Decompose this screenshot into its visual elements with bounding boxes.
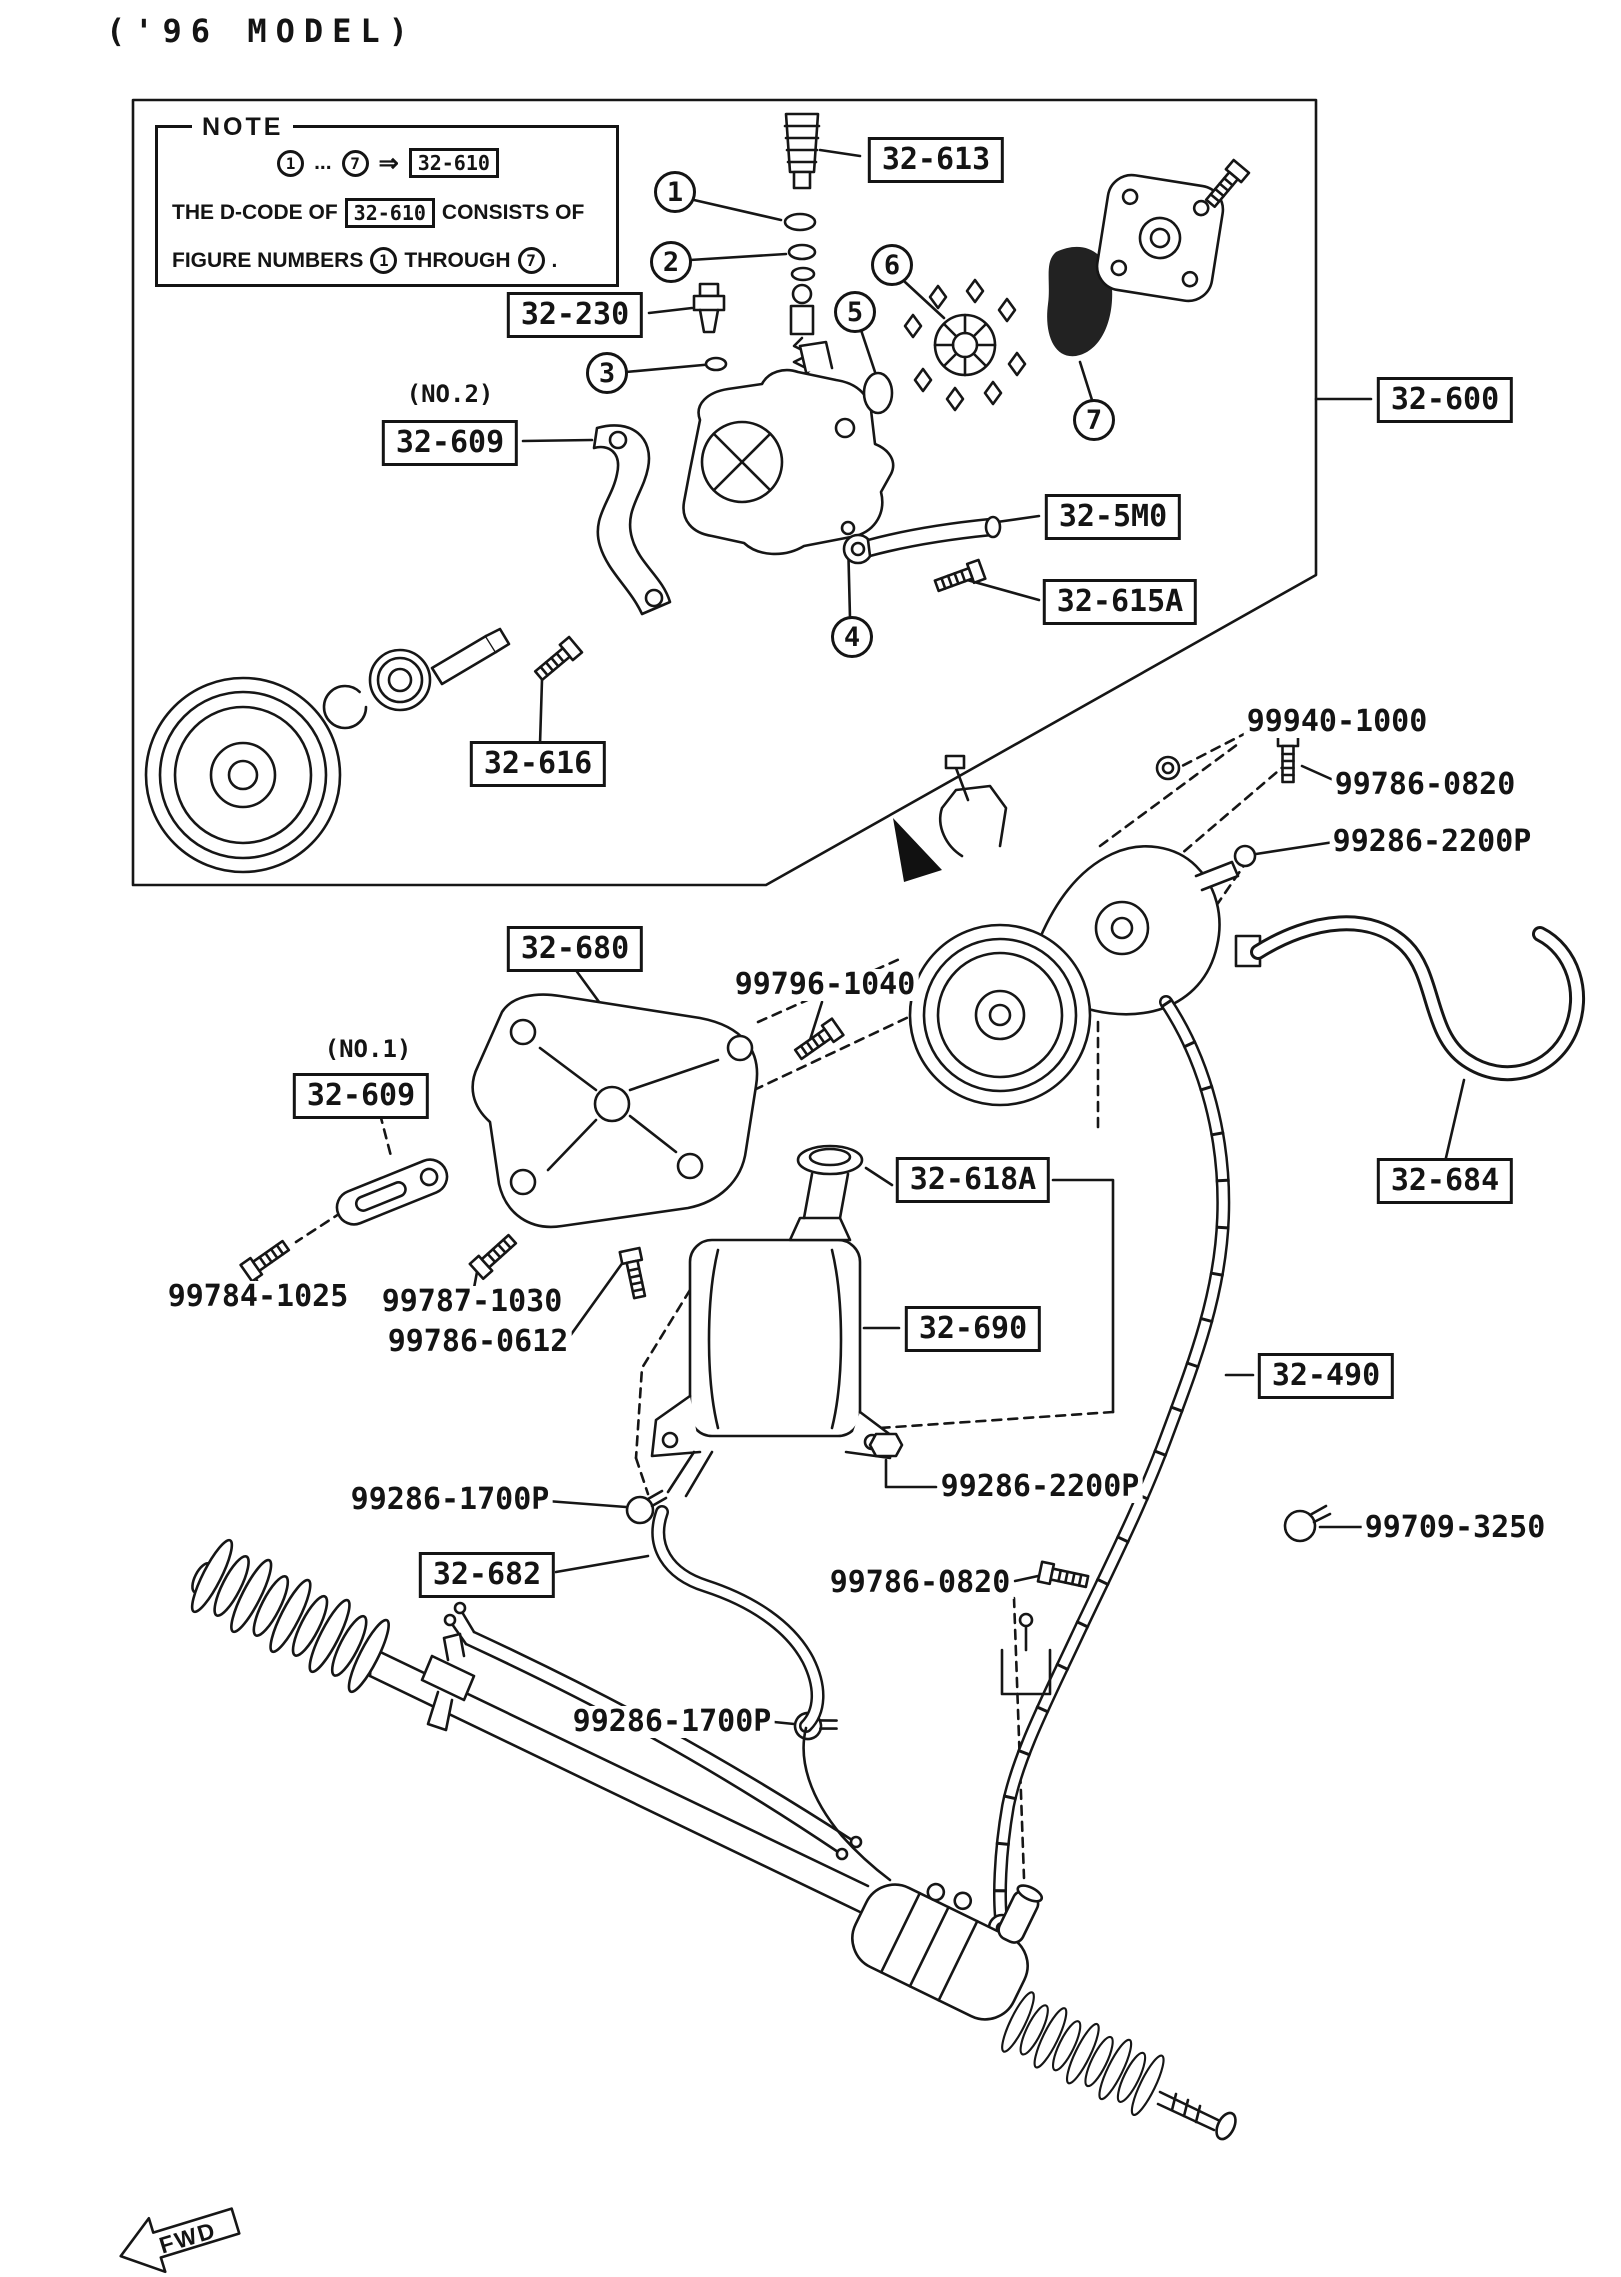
label-32-609-no2: 32-609 xyxy=(381,420,519,466)
callout-1: 1 xyxy=(654,171,696,213)
callout-1-inline: 1 xyxy=(277,149,305,177)
fitting-32-613 xyxy=(783,112,821,190)
callout-5: 5 xyxy=(834,291,876,333)
fwd-arrow xyxy=(119,2207,241,2274)
label-32-600: 32-600 xyxy=(1376,377,1514,423)
note-box: NOTE 1 ... 7 ⇒ 32-610 THE D-CODE OF 32-6… xyxy=(155,113,619,287)
pump-body xyxy=(682,340,895,556)
side-plate-7 xyxy=(1047,246,1113,357)
suction-hose-32-684 xyxy=(1234,915,1585,1082)
label-32-613: 32-613 xyxy=(867,137,1005,183)
note-sequence-line: 1 ... 7 ⇒ 32-610 xyxy=(172,148,604,178)
callout-6: 6 xyxy=(871,244,913,286)
label-no2: (NO.2) xyxy=(403,381,497,407)
callout-7-inline: 7 xyxy=(341,149,369,177)
callout-3: 3 xyxy=(586,352,628,394)
label-32-682: 32-682 xyxy=(418,1552,556,1598)
label-32-230: 32-230 xyxy=(506,292,644,338)
clamp-99709-3250 xyxy=(1283,1504,1332,1543)
label-32-680: 32-680 xyxy=(506,926,644,972)
bolt-99784-1025 xyxy=(239,1236,293,1283)
label-32-609-no1: 32-609 xyxy=(292,1073,430,1119)
bolt-99796-1040 xyxy=(791,1017,845,1064)
label-32-618a: 32-618A xyxy=(895,1157,1051,1203)
oring-5 xyxy=(862,371,894,415)
note-text-fragment: CONSISTS OF xyxy=(441,200,585,224)
bolt-cover-plate xyxy=(1201,158,1251,211)
bolt-99786-0612 xyxy=(618,1246,651,1301)
callout-2: 2 xyxy=(650,241,692,283)
bolt-99786-0820-lower xyxy=(1036,1560,1091,1593)
label-99709-3250: 99709-3250 xyxy=(1361,1512,1549,1544)
oring-99286-2200p-upper xyxy=(1233,844,1257,868)
o-rings xyxy=(783,212,817,282)
label-32-616: 32-616 xyxy=(469,741,607,787)
note-text-fragment: THROUGH xyxy=(404,248,511,272)
pipe-32-5m0 xyxy=(842,515,1002,565)
label-99796-1040: 99796-1040 xyxy=(731,969,919,1001)
nut-99286-2200p-lower xyxy=(868,1432,904,1458)
bolt-99786-0820-upper xyxy=(1276,732,1300,784)
bracket-32-680 xyxy=(471,993,759,1229)
bolt-99787-1030 xyxy=(468,1230,521,1281)
ref-code-32-610: 32-610 xyxy=(344,197,435,228)
note-line-2: THE D-CODE OF 32-610 CONSISTS OF xyxy=(172,197,604,228)
callout-4: 4 xyxy=(831,616,873,658)
label-32-490: 32-490 xyxy=(1257,1353,1395,1399)
valve-32-230 xyxy=(692,282,728,372)
label-99286-2200p-upper: 99286-2200P xyxy=(1329,826,1535,858)
reservoir-32-690 xyxy=(650,1144,894,1498)
bracket-32-609-no2 xyxy=(592,424,672,616)
belt-fragment xyxy=(893,818,942,882)
note-heading: NOTE xyxy=(192,113,294,142)
label-99286-1700p-lower: 99286-1700P xyxy=(569,1706,775,1738)
callout-7: 7 xyxy=(1073,399,1115,441)
label-99286-1700p-upper: 99286-1700P xyxy=(347,1484,553,1516)
washer-99940-1000 xyxy=(1155,755,1181,781)
note-text-fragment: THE D-CODE OF xyxy=(172,200,338,224)
shaft xyxy=(430,627,511,686)
rotor-and-vanes xyxy=(903,278,1027,412)
callout-7-inline: 7 xyxy=(517,247,545,274)
page-title: ('96 MODEL) xyxy=(106,12,417,50)
bearing xyxy=(368,648,432,712)
steering-rack xyxy=(184,1534,1237,2141)
main-assembly-box xyxy=(131,98,1318,887)
label-99286-2200p-lower: 99286-2200P xyxy=(937,1471,1143,1503)
label-99786-0612: 99786-0612 xyxy=(384,1326,572,1358)
bolt-32-616 xyxy=(531,635,584,685)
pulley xyxy=(144,676,342,874)
hose-bracket xyxy=(1000,1612,1052,1696)
note-text-fragment: FIGURE NUMBERS xyxy=(172,248,364,272)
bolt-32-615a xyxy=(932,558,987,597)
label-32-684: 32-684 xyxy=(1376,1158,1514,1204)
label-99786-0820-upper: 99786-0820 xyxy=(1331,769,1519,801)
arrow-glyph: ⇒ xyxy=(378,149,399,177)
label-no1: (NO.1) xyxy=(321,1036,415,1062)
label-32-5m0: 32-5M0 xyxy=(1044,494,1182,540)
callout-1-inline: 1 xyxy=(370,247,398,274)
label-99784-1025: 99784-1025 xyxy=(164,1281,352,1313)
cover-plate xyxy=(1095,173,1225,303)
label-32-690: 32-690 xyxy=(904,1306,1042,1352)
power-steering-pump-assembly xyxy=(908,754,1240,1107)
plate-32-609-no1 xyxy=(335,1158,449,1226)
label-99787-1030: 99787-1030 xyxy=(378,1286,566,1318)
label-99940-1000: 99940-1000 xyxy=(1243,706,1431,738)
note-text-fragment: . xyxy=(551,248,558,272)
label-99786-0820-lower: 99786-0820 xyxy=(826,1567,1014,1599)
sequence-dots: ... xyxy=(314,151,332,174)
label-32-615a: 32-615A xyxy=(1042,579,1198,625)
note-line-3: FIGURE NUMBERS 1 THROUGH 7 . xyxy=(172,247,604,274)
snap-ring xyxy=(322,684,368,730)
ref-code-32-610: 32-610 xyxy=(408,148,499,178)
